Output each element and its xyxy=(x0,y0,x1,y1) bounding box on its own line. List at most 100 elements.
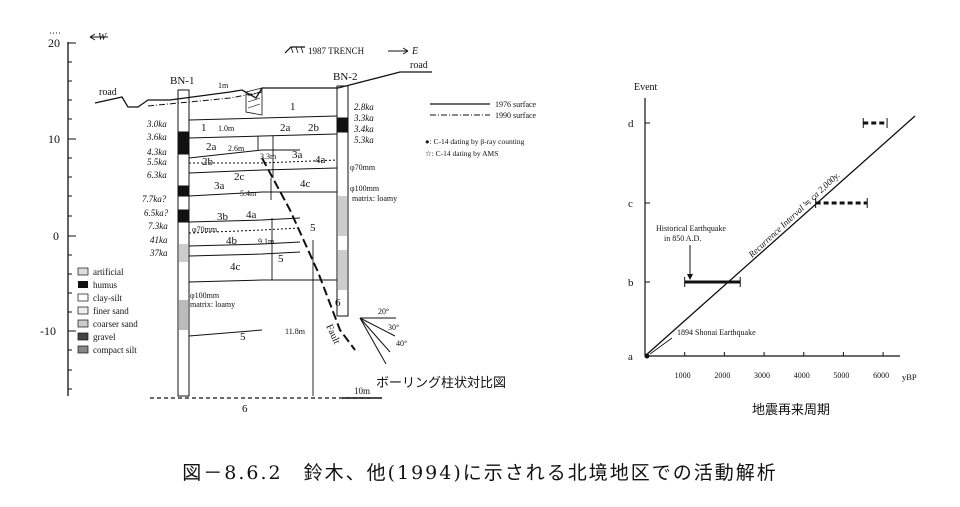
legend-1990: 1990 surface xyxy=(495,111,537,120)
age-label: 3.6ka xyxy=(146,132,167,142)
age-label: 4.3ka xyxy=(147,147,167,157)
depth-tick-20: 20 xyxy=(48,36,60,50)
dimension-lines xyxy=(257,136,314,396)
depth-tick-10: 10 xyxy=(48,132,60,146)
x-tick-label: 6000 xyxy=(873,371,889,380)
lithology-legend: artificial humus clay-silt finer sand co… xyxy=(77,267,138,355)
figure-caption: 図－8.6.2 鈴木、他(1994)に示される北境地区での活動解析 xyxy=(182,462,778,484)
borehole-section xyxy=(50,32,490,399)
age-label: 7.3ka xyxy=(148,221,168,231)
legend-text: gravel xyxy=(93,332,116,342)
bn1-label: BN-1 xyxy=(170,75,194,87)
dip-angle-fan xyxy=(359,317,396,365)
legend-text: clay-silt xyxy=(93,293,122,303)
depth-axis-ticks xyxy=(68,42,76,390)
age-label: 3.0ka xyxy=(146,119,167,129)
age-label: 3.4ka xyxy=(353,124,374,134)
layer-boundaries xyxy=(188,115,338,337)
legend-1976: 1976 surface xyxy=(495,100,537,109)
unit-label: 1 xyxy=(201,122,207,134)
age-label: 41ka xyxy=(150,235,168,245)
chart-marks xyxy=(644,115,916,359)
dimension-label: 11.8m xyxy=(285,327,306,336)
x-tick-label: 2000 xyxy=(714,371,730,380)
x-tick-label: 5000 xyxy=(833,371,849,380)
gravel-note: φ100mm xyxy=(190,291,220,300)
chart-y-ticks: a b c d xyxy=(628,118,650,363)
swatch-artificial xyxy=(77,267,89,276)
age-label: 5.3ka xyxy=(354,135,374,145)
west-label: W xyxy=(98,32,108,43)
x-tick-label: 1000 xyxy=(675,371,691,380)
swatch-clay-silt xyxy=(77,293,89,302)
borehole-bn1 xyxy=(177,89,190,397)
angle-label: 40° xyxy=(396,339,407,348)
road-left-label: road xyxy=(99,87,117,98)
unit-label: 3a xyxy=(214,180,225,192)
chart-ylabel: Event xyxy=(634,82,658,93)
unit-label: 6 xyxy=(242,403,248,415)
scale-bar-label: 10m xyxy=(354,386,370,396)
depth-tick-0: 0 xyxy=(53,229,59,243)
swatch-finer-sand xyxy=(77,306,89,315)
unit-label: 5 xyxy=(310,222,316,234)
swatch-compact-silt xyxy=(77,345,89,354)
gravel-note: φ70mm xyxy=(192,225,218,234)
section-labels: 20 10 0 -10 W E 1987 TRENCH road road BN… xyxy=(40,32,537,415)
unit-label: 4b xyxy=(226,235,238,247)
age-label: 3.3ka xyxy=(353,113,374,123)
y-tick-label: b xyxy=(628,277,634,289)
unit-label: 6 xyxy=(335,297,341,309)
swatch-gravel xyxy=(77,332,89,341)
unit-label: 2a xyxy=(280,122,291,134)
swatch-coarser-sand xyxy=(77,319,89,328)
age-label: 6.5ka? xyxy=(144,208,169,218)
dating-note: ☆: C-14 dating by AMS xyxy=(425,149,498,158)
depth-tick-minus10: -10 xyxy=(40,324,56,338)
angle-label: 30° xyxy=(388,323,399,332)
chart-xlabel: yBP xyxy=(902,372,917,382)
age-label: 37ka xyxy=(149,248,168,258)
gravel-note: matrix: loamy xyxy=(190,300,235,309)
bn2-label: BN-2 xyxy=(333,71,357,83)
borehole-bn2 xyxy=(336,85,349,317)
event-point-a xyxy=(644,353,650,359)
unit-label: 4a xyxy=(246,209,257,221)
unit-label: 4c xyxy=(300,178,311,190)
legend-text: finer sand xyxy=(93,306,129,316)
gravel-note: φ70mm xyxy=(350,163,376,172)
unit-label: 4a xyxy=(315,154,326,166)
unit-label: 5 xyxy=(240,331,246,343)
unit-label: 2a xyxy=(206,141,217,153)
chart-title-jp: 地震再来周期 xyxy=(752,403,830,418)
unit-label: 2b xyxy=(308,122,320,134)
dimension-label: 5.4m xyxy=(240,189,257,198)
fault-line xyxy=(261,157,356,351)
dimension-label: 3.3m xyxy=(260,152,277,161)
dimension-label: 9.1m xyxy=(258,237,275,246)
angle-label: 20° xyxy=(378,307,389,316)
dimension-label: 1.0m xyxy=(218,124,235,133)
unit-label: 1 xyxy=(290,101,296,113)
y-tick-label: a xyxy=(628,351,633,363)
road-right-label: road xyxy=(410,60,428,71)
swatch-humus xyxy=(78,281,88,288)
y-tick-label: c xyxy=(628,198,633,210)
unit-label: 5 xyxy=(278,253,284,265)
legend-text: compact silt xyxy=(93,345,137,355)
legend-text: coarser sand xyxy=(93,319,138,329)
unit-label: 3b xyxy=(217,211,229,223)
age-label: 5.5ka xyxy=(147,157,167,167)
y-tick-label: d xyxy=(628,118,634,130)
dimension-label: 2.6m xyxy=(228,144,245,153)
age-label: 2.8ka xyxy=(354,102,374,112)
annotation-leader xyxy=(649,337,673,355)
unit-label: 2b xyxy=(202,156,214,168)
unit-label: 2c xyxy=(234,171,245,183)
scale-1m: 1m xyxy=(218,81,229,90)
unit-label: 3a xyxy=(292,149,303,161)
dating-note: ●: C-14 dating by β-ray counting xyxy=(425,137,525,146)
legend-text: artificial xyxy=(93,267,124,277)
gravel-note: φ100mm xyxy=(350,184,380,193)
